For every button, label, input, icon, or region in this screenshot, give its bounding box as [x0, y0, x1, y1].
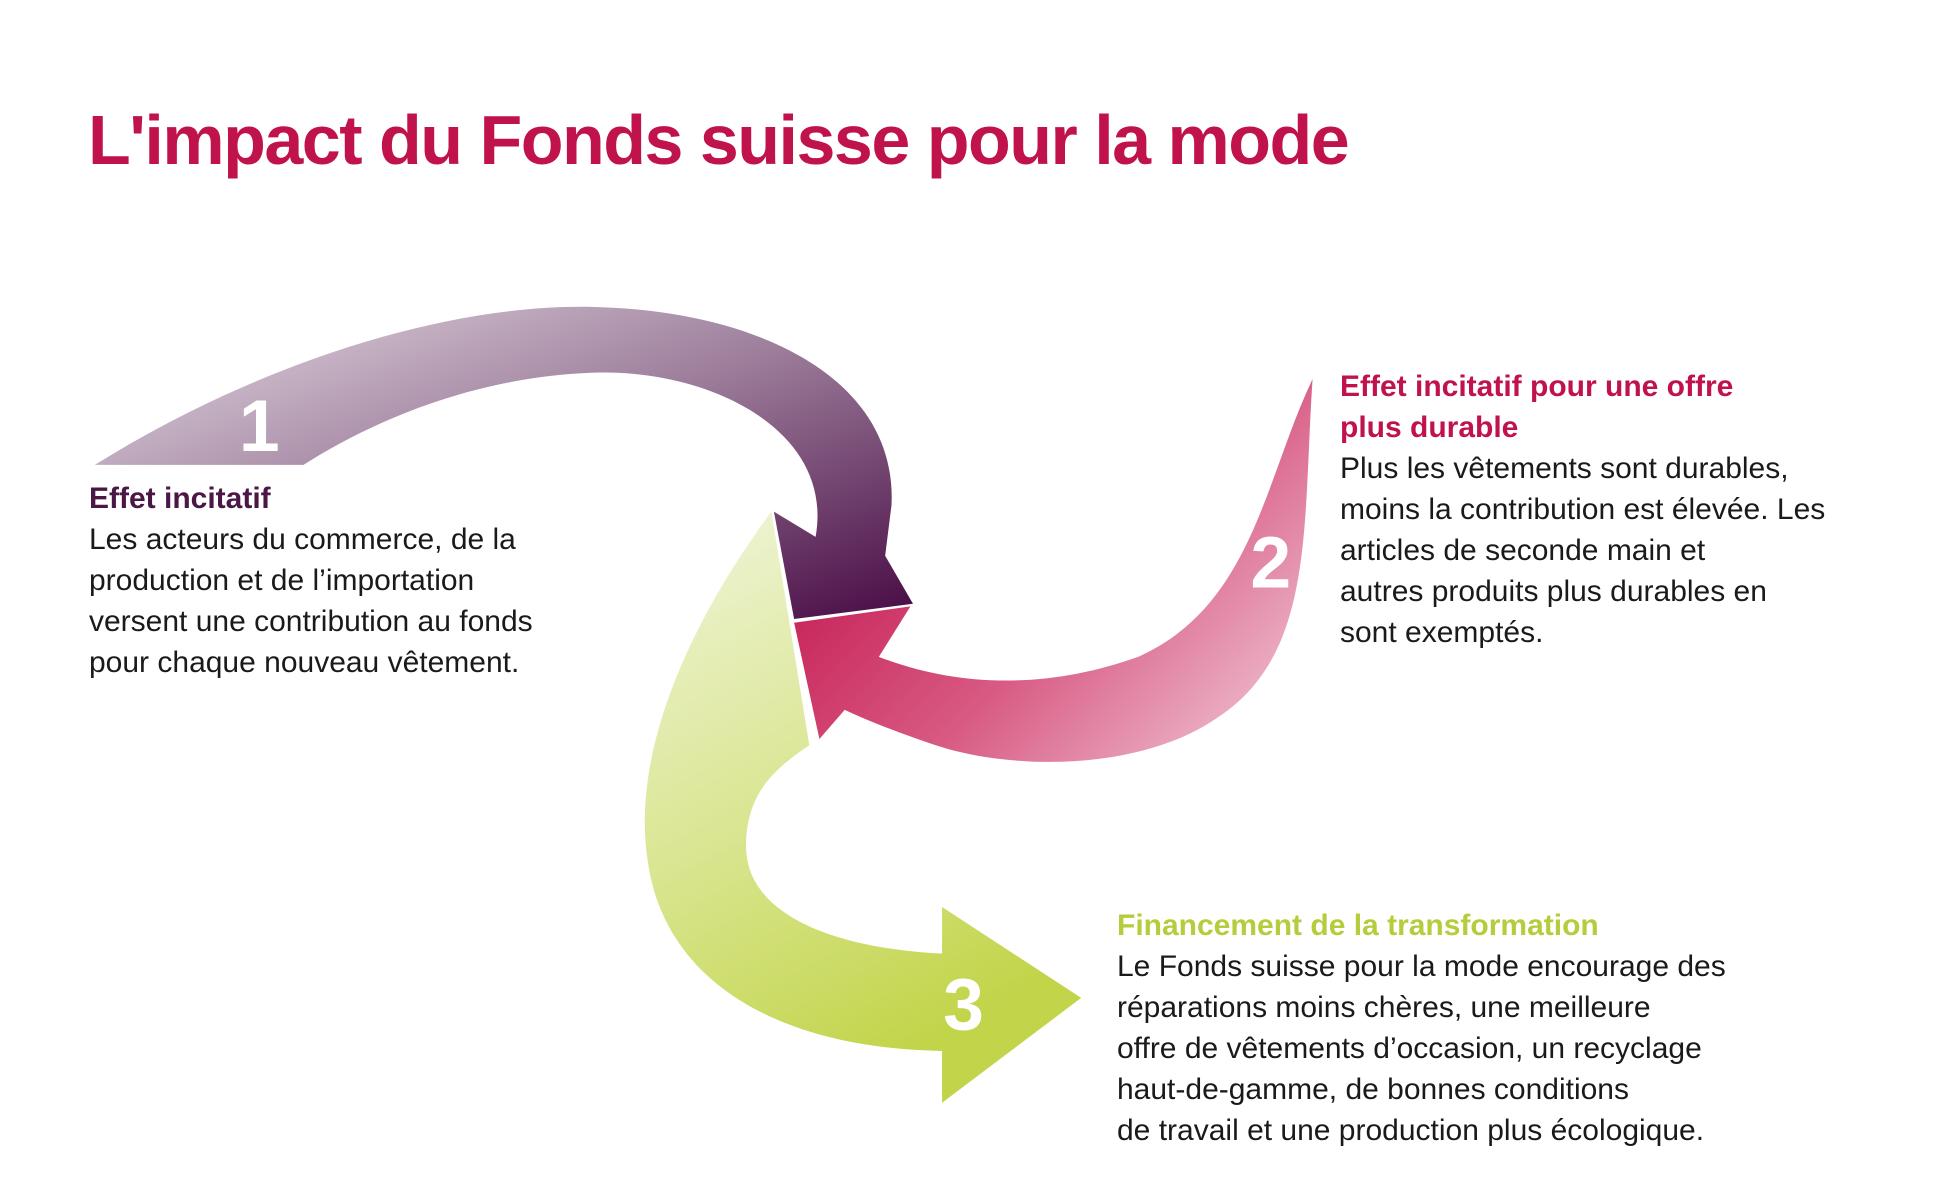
- arrow-step-2: [794, 378, 1313, 762]
- step-3-text: Le Fonds suisse pour la mode encourage d…: [1117, 950, 1726, 1147]
- step-1-heading: Effet incitatif: [89, 482, 271, 515]
- step-2-number: 2: [1250, 521, 1291, 603]
- arrow-step-3: [644, 511, 1082, 1103]
- step-1-number: 1: [239, 385, 280, 467]
- step-2-text: Plus les vêtements sont durables, moins …: [1340, 452, 1826, 649]
- step-3-number: 3: [943, 964, 984, 1046]
- step-1-description: Effet incitatif Les acteurs du commerce,…: [89, 478, 649, 683]
- step-2-heading: Effet incitatif pour une offre plus dura…: [1340, 370, 1734, 444]
- step-3-heading: Financement de la transformation: [1117, 909, 1599, 942]
- arrow-step-1: [94, 306, 913, 619]
- step-3-description: Financement de la transformation Le Fond…: [1117, 905, 1837, 1151]
- step-2-description: Effet incitatif pour une offre plus dura…: [1340, 366, 1930, 653]
- step-1-text: Les acteurs du commerce, de la productio…: [89, 523, 533, 679]
- page-title: L'impact du Fonds suisse pour la mode: [88, 101, 1350, 179]
